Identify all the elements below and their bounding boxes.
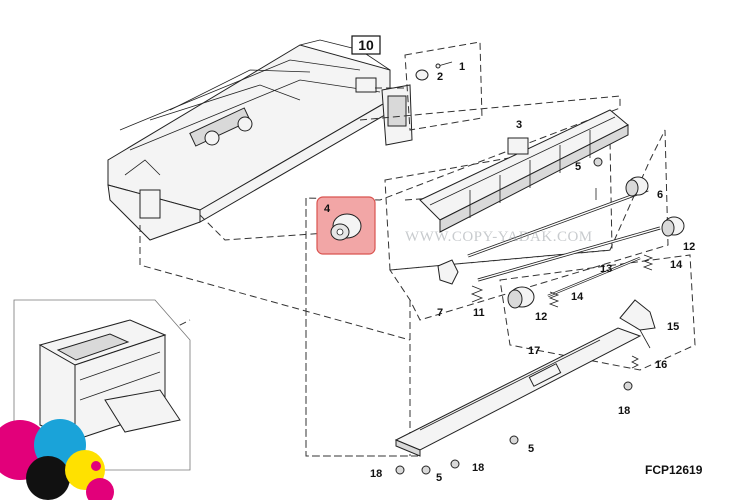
callout-5c: 5 — [436, 472, 442, 484]
callout-17: 17 — [528, 345, 540, 357]
callout-5: 5 — [575, 161, 581, 173]
callout-labels: 1 2 3 4 5 6 12 14 13 7 11 14 12 15 17 16… — [324, 61, 695, 484]
callout-5b: 5 — [528, 443, 534, 455]
part-17-plate — [394, 327, 642, 457]
callout-1: 1 — [459, 61, 465, 73]
callout-18c: 18 — [472, 462, 484, 474]
callout-13: 13 — [600, 263, 612, 275]
callout-18b: 18 — [370, 468, 382, 480]
assembly-label: 10 — [358, 37, 374, 53]
callout-18: 18 — [618, 405, 630, 417]
callout-3: 3 — [516, 119, 522, 131]
watermark-text: WWW.COPY-YADAK.COM — [405, 229, 593, 245]
callout-16: 16 — [655, 359, 667, 371]
color-circles-logo — [0, 419, 114, 500]
callout-15: 15 — [667, 321, 679, 333]
callout-11: 11 — [473, 307, 485, 319]
part-4-highlight[interactable] — [316, 196, 376, 255]
shafts-and-rollers — [467, 176, 685, 309]
part-3-paper-guide — [419, 109, 629, 233]
callout-6: 6 — [657, 189, 663, 201]
callout-12: 12 — [683, 241, 695, 253]
assembly-label-box — [351, 35, 381, 55]
callout-14b: 14 — [571, 291, 584, 303]
small-hardware — [395, 61, 656, 475]
callout-2: 2 — [437, 71, 443, 83]
callout-4: 4 — [324, 203, 331, 215]
callout-12b: 12 — [535, 311, 547, 323]
callout-14: 14 — [670, 259, 683, 271]
callout-7: 7 — [437, 307, 443, 319]
diagram-code: FCP12619 — [645, 463, 703, 477]
frame-assembly — [107, 39, 413, 241]
